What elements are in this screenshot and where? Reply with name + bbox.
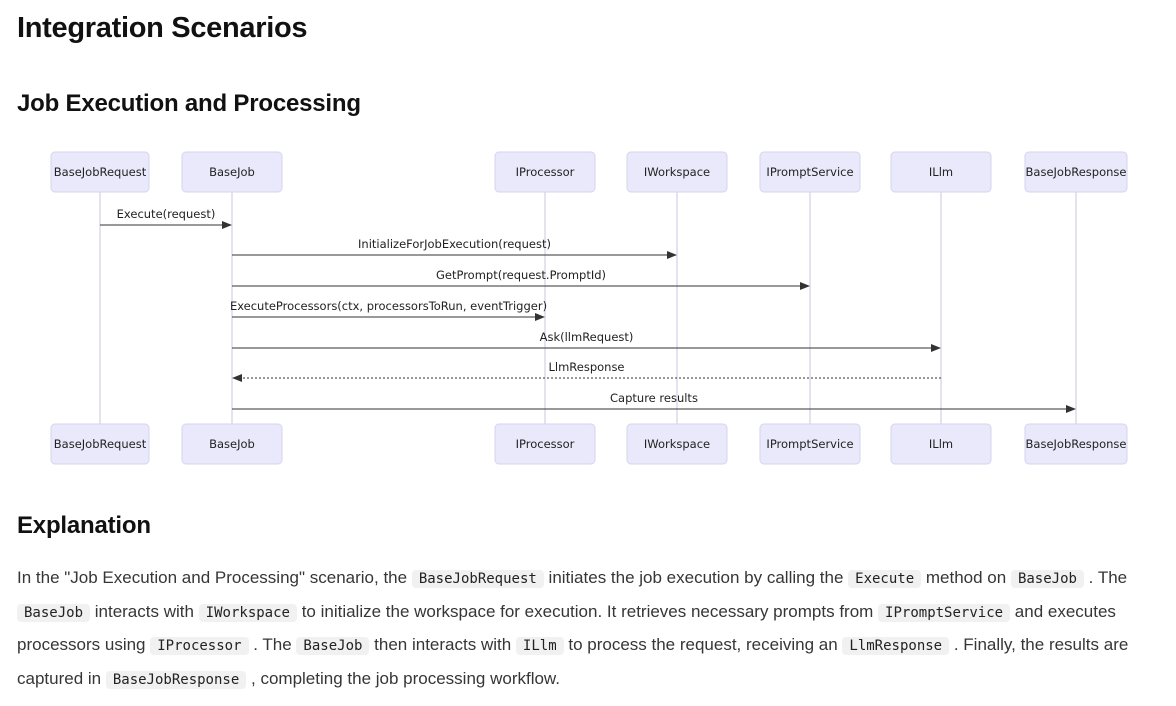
message-0-arrowhead xyxy=(222,221,232,229)
participant-label-illm: ILlm xyxy=(929,165,953,179)
inline-code: BaseJobRequest xyxy=(411,570,544,588)
message-5-label: LlmResponse xyxy=(548,360,624,374)
message-2-arrowhead xyxy=(800,282,810,290)
message-4-arrowhead xyxy=(931,344,941,352)
text-segment: to initialize the workspace for executio… xyxy=(296,601,879,621)
participant-box-basejobresponse-top xyxy=(1024,151,1128,193)
message-1-arrowhead xyxy=(667,251,677,259)
text-segment: to process the request, receiving an xyxy=(563,635,843,654)
inline-code: IPromptService xyxy=(878,603,1011,622)
message-2-label: GetPrompt(request.PromptId) xyxy=(436,268,606,282)
participant-box-basejob-top xyxy=(181,151,283,193)
participant-box-basejobrequest-bottom xyxy=(50,423,150,465)
text-segment: In the "Job Execution and Processing" sc… xyxy=(17,568,412,587)
participant-label-basejobresponse: BaseJobResponse xyxy=(1026,437,1127,451)
text-segment: , completing the job processing workflow… xyxy=(246,668,560,688)
inline-code: BaseJobResponse xyxy=(105,670,247,689)
participant-box-illm-bottom xyxy=(890,423,992,465)
explanation-title: Explanation xyxy=(17,512,151,539)
inline-code: IProcessor xyxy=(150,637,249,655)
participant-box-ipromptservice-top xyxy=(759,151,861,193)
participant-label-ipromptservice: IPromptService xyxy=(766,437,853,451)
message-1-label: InitializeForJobExecution(request) xyxy=(358,237,551,251)
message-3-arrowhead xyxy=(535,313,545,321)
text-segment: . The xyxy=(248,635,297,654)
inline-code: ILlm xyxy=(515,637,564,655)
participant-box-basejob-bottom xyxy=(181,423,283,465)
text-segment: method on xyxy=(921,568,1011,587)
participant-box-iworkspace-bottom xyxy=(626,423,728,465)
participant-label-ipromptservice: IPromptService xyxy=(766,165,853,179)
section-title: Job Execution and Processing xyxy=(17,90,361,117)
explanation-paragraph: In the "Job Execution and Processing" sc… xyxy=(17,562,1165,696)
participant-label-basejobrequest: BaseJobRequest xyxy=(54,165,147,179)
participant-box-iprocessor-bottom xyxy=(494,423,596,465)
message-6-label: Capture results xyxy=(610,391,698,405)
participant-box-iprocessor-top xyxy=(494,151,596,193)
participant-label-basejobrequest: BaseJobRequest xyxy=(54,437,147,451)
page-title: Integration Scenarios xyxy=(17,12,308,44)
message-4-label: Ask(llmRequest) xyxy=(540,330,634,344)
inline-code: BaseJob xyxy=(296,637,370,655)
inline-code: IWorkspace xyxy=(198,603,297,622)
sequence-diagram-svg: BaseJobRequestBaseJobRequestBaseJobBaseJ… xyxy=(50,151,1128,465)
participant-box-iworkspace-top xyxy=(626,151,728,193)
message-3-label: ExecuteProcessors(ctx, processorsToRun, … xyxy=(230,299,547,313)
message-5-arrowhead xyxy=(232,374,242,382)
message-0-label: Execute(request) xyxy=(117,207,216,221)
participant-label-basejobresponse: BaseJobResponse xyxy=(1026,165,1127,179)
participant-label-basejob: BaseJob xyxy=(209,165,255,179)
participant-box-basejobrequest-top xyxy=(50,151,150,193)
message-6-arrowhead xyxy=(1066,405,1076,413)
participant-label-iprocessor: IProcessor xyxy=(516,437,575,451)
text-segment: . The xyxy=(1083,568,1128,587)
text-segment: initiates the job execution by calling t… xyxy=(543,568,849,587)
inline-code: LlmResponse xyxy=(842,637,950,655)
inline-code: BaseJob xyxy=(17,603,91,622)
participant-box-illm-top xyxy=(890,151,992,193)
participant-label-iworkspace: IWorkspace xyxy=(644,165,710,179)
text-segment: interacts with xyxy=(90,601,199,621)
text-segment: . Finally, the results are captured in xyxy=(17,635,1129,688)
participant-label-basejob: BaseJob xyxy=(209,437,255,451)
participant-label-iworkspace: IWorkspace xyxy=(644,437,710,451)
text-segment: and executes processors using xyxy=(17,601,1116,655)
participant-label-iprocessor: IProcessor xyxy=(516,165,575,179)
participant-box-ipromptservice-bottom xyxy=(759,423,861,465)
participant-label-illm: ILlm xyxy=(929,437,953,451)
inline-code: Execute xyxy=(848,570,922,588)
text-segment: then interacts with xyxy=(369,635,516,654)
participant-box-basejobresponse-bottom xyxy=(1024,423,1128,465)
inline-code: BaseJob xyxy=(1010,570,1084,588)
